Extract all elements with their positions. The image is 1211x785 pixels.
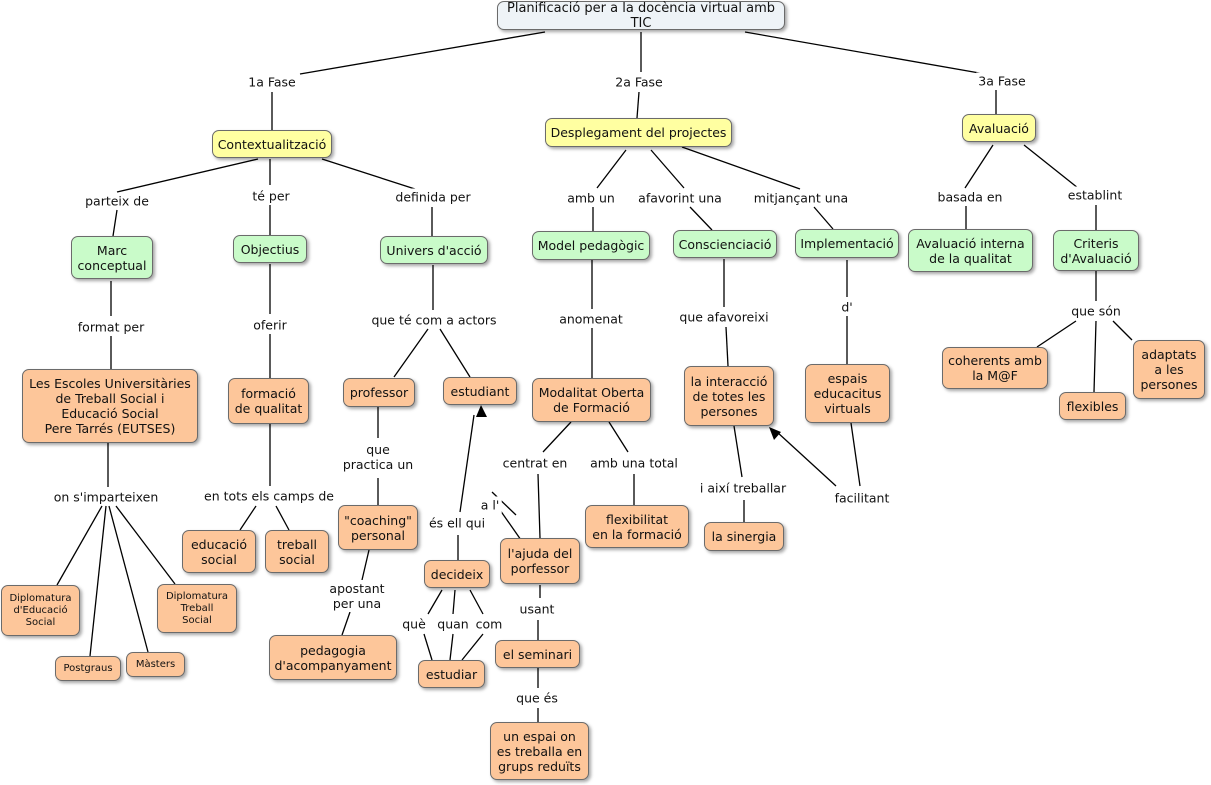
label-es-ell-qui: és ell qui [426,514,488,532]
label-que-son: que són [1069,302,1123,320]
label-parteix-de: parteix de [83,192,151,210]
label-i-aixi-treballar: i així treballar [697,479,789,497]
concept-marc-conceptual[interactable]: Marc conceptual [71,236,153,279]
concept-decideix[interactable]: decideix [424,560,490,588]
label-fase2: 2a Fase [613,73,665,91]
label-quan: quan [435,615,471,633]
label-que-afavoreixi: que afavoreixi [677,308,771,326]
concept-avaluacio-interna[interactable]: Avaluació interna de la qualitat [908,229,1033,272]
concept-sinergia[interactable]: la sinergia [704,522,784,551]
label-que-te-actors: que té com a actors [369,311,499,329]
label-oferir: oferir [251,316,289,334]
concept-coherents-mf[interactable]: coherents amb la M@F [942,347,1048,389]
concept-univers-accio[interactable]: Univers d'acció [380,236,488,264]
concept-treball-social[interactable]: treball social [265,530,329,573]
concept-estudiant[interactable]: estudiant [443,377,517,405]
label-mitjancant-una: mitjançant una [751,189,851,207]
concept-masters[interactable]: Màsters [126,652,185,677]
map-title[interactable]: Planificació per a la docència virtual a… [497,1,785,31]
concept-flexibles[interactable]: flexibles [1059,392,1126,420]
concept-espais-virtuals[interactable]: espais educacitus virtuals [805,364,890,423]
label-fase1: 1a Fase [246,73,298,91]
label-amb-un: amb un [565,189,617,207]
label-usant: usant [517,600,557,618]
concept-conscienciacio[interactable]: Conscienciació [673,230,777,258]
label-format-per: format per [75,318,147,336]
label-que-practica: que practica un [340,441,416,473]
label-d: d' [839,298,855,316]
label-afavorint-una: afavorint una [636,189,724,207]
label-centrat-en: centrat en [500,454,570,472]
concept-estudiar[interactable]: estudiar [418,660,485,688]
concept-adaptats-persones[interactable]: adaptats a les persones [1133,340,1205,399]
label-amb-una-total: amb una total [588,454,680,472]
label-establint: establint [1065,186,1125,204]
label-com: com [473,615,505,633]
concept-avaluacio[interactable]: Avaluació [962,114,1036,142]
label-apostant: apostant per una [327,580,387,612]
concept-diplomatura-treball-social[interactable]: Diplomatura Treball Social [157,584,237,633]
concept-seminari[interactable]: el seminari [495,640,580,668]
concept-contextualitzacio[interactable]: Contextualització [212,130,332,158]
label-facilitant: facilitant [832,489,892,507]
label-basada-en: basada en [935,188,1005,206]
concept-espai-grups-reduits[interactable]: un espai on es treballa en grups reduïts [490,722,589,780]
concept-objectius[interactable]: Objectius [233,235,307,263]
label-te-per: té per [250,187,292,205]
label-on-imparteixen: on s'imparteixen [51,488,161,506]
concept-coaching-personal[interactable]: "coaching" personal [338,505,418,550]
concept-implementacio[interactable]: Implementació [795,229,899,258]
concept-professor[interactable]: professor [343,378,415,407]
concept-criteris-avaluacio[interactable]: Criteris d'Avaluació [1053,230,1139,271]
label-que-es: que és [514,689,560,707]
concept-eutses[interactable]: Les Escoles Universitàries de Treball So… [22,369,198,443]
label-a-l: a l' [478,496,502,514]
concept-flexibilitat[interactable]: flexibilitat en la formació [585,505,689,548]
concept-diplomatura-educacio-social[interactable]: Diplomatura d'Educació Social [1,585,80,636]
concept-desplegament[interactable]: Desplegament del projectes [545,118,732,147]
concept-postgraus[interactable]: Postgraus [55,656,121,681]
label-fase3: 3a Fase [976,72,1028,90]
label-anomenat: anomenat [557,310,625,328]
concept-pedagogia-acompanyament[interactable]: pedagogia d'acompanyament [269,635,397,680]
label-que: què [400,615,428,633]
concept-ajuda-professor[interactable]: l'ajuda del porfessor [500,538,580,584]
concept-modalitat-oberta[interactable]: Modalitat Oberta de Formació [532,378,651,422]
concept-formacio-qualitat[interactable]: formació de qualitat [228,378,309,424]
concept-interaccio[interactable]: la interacció de totes les persones [684,366,774,426]
concept-educacio-social[interactable]: educació social [182,530,256,573]
label-en-tots-camps: en tots els camps de [202,487,336,505]
concept-model-pedagogic[interactable]: Model pedagògic [532,231,650,260]
label-definida-per: definida per [393,188,473,206]
